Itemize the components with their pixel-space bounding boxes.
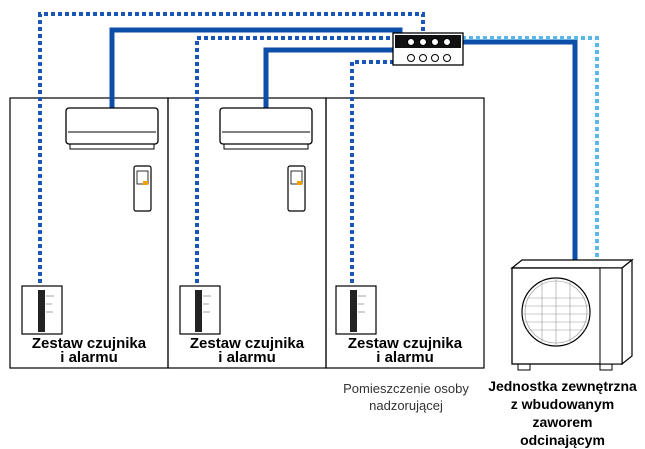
room-3-box bbox=[325, 97, 485, 369]
remote-controller-icon bbox=[287, 165, 306, 212]
sensor-alarm-kit-icon bbox=[335, 285, 377, 335]
outdoor-unit-icon bbox=[510, 258, 634, 371]
branch-box-icon bbox=[392, 32, 464, 66]
sensor-alarm-kit-icon bbox=[179, 285, 221, 335]
signal-wires bbox=[38, 12, 425, 290]
refrigerant-pipes bbox=[109, 27, 578, 262]
remote-controller-icon bbox=[133, 165, 152, 212]
system-diagram bbox=[9, 12, 634, 371]
indoor-unit-icon bbox=[65, 107, 159, 150]
indoor-unit-icon bbox=[219, 107, 313, 150]
sensor-alarm-kit-icon bbox=[21, 285, 63, 335]
outdoor-signal-wire bbox=[462, 36, 599, 262]
